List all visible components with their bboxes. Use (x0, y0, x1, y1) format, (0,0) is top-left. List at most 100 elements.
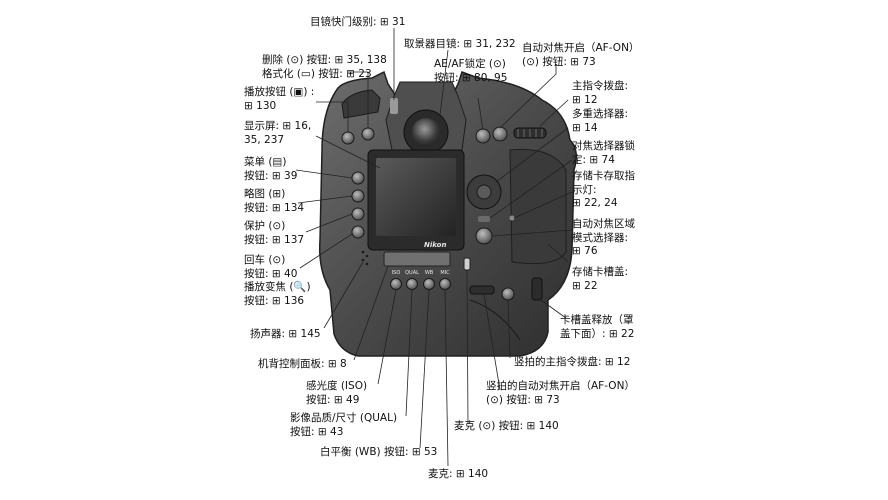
label-monitor: 显示屏: ⊞ 16,35, 237 (244, 120, 311, 147)
label-af-on-button: 自动对焦开启（AF-ON）(⊙) 按钮: ⊞ 73 (522, 42, 639, 69)
wb-button-shape[interactable] (423, 278, 435, 290)
microphone-shape (463, 257, 471, 271)
af-area-selector-shape[interactable] (475, 227, 493, 245)
label-line: 模式选择器: (572, 231, 629, 244)
leader-lines (295, 28, 573, 467)
panel-label-iso: ISO (392, 270, 401, 276)
label-wb-button: 白平衡 (WB) 按钮: ⊞ 53 (320, 446, 437, 460)
label-line: 麦克 (⊙) 按钮: ⊞ 140 (454, 420, 559, 432)
label-line: (⊙) 按钮: ⊞ 73 (486, 393, 560, 406)
label-line: 按钮: ⊞ 137 (244, 233, 305, 246)
focus-lock-shape[interactable] (478, 216, 490, 222)
label-line: 扬声器: ⊞ 145 (250, 328, 321, 340)
protect-button-shape[interactable] (351, 207, 365, 221)
label-protect-button: 保护 (⊙)按钮: ⊞ 137 (244, 220, 304, 247)
label-line: 感光度 (ISO) (306, 380, 368, 392)
label-microphone-button: 麦克 (⊙) 按钮: ⊞ 140 (454, 420, 559, 434)
panel-label-qual: QUAL (405, 270, 419, 276)
label-line: 存储卡槽盖: (572, 266, 629, 278)
card-access-lamp-shape (509, 215, 515, 221)
label-line: 自动对焦开启（AF-ON） (522, 42, 640, 54)
enter-button-shape[interactable] (351, 225, 365, 239)
card-release-shape[interactable] (531, 277, 543, 301)
label-line: 主指令拨盘: (572, 80, 629, 92)
label-line: 按钮: ⊞ 136 (244, 294, 305, 307)
playback-button-shape[interactable] (341, 131, 355, 145)
label-line: ⊞ 130 (244, 99, 277, 112)
vertical-dial-shape[interactable] (469, 285, 495, 295)
thumbnail-button-shape[interactable] (351, 189, 365, 203)
label-line: 多重选择器: (572, 108, 629, 120)
label-line: 自动对焦区域 (572, 218, 635, 230)
label-line: 影像品质/尺寸 (QUAL) (290, 412, 398, 424)
label-line: 格式化 (▭) 按钮: ⊞ 23 (262, 67, 372, 80)
label-vertical-main-command-dial: 竖拍的主指令拨盘: ⊞ 12 (514, 356, 630, 370)
label-menu-button: 菜单 (▤)按钮: ⊞ 39 (244, 156, 297, 183)
label-line: 目镜快门级别: ⊞ 31 (310, 16, 406, 28)
label-line: 删除 (⊙) 按钮: ⊞ 35, 138 (262, 54, 387, 66)
label-viewfinder-eyepiece: 取景器目镜: ⊞ 31, 232 (404, 38, 516, 52)
label-line: ⊞ 14 (572, 121, 598, 134)
label-line: 机背控制面板: ⊞ 8 (258, 358, 347, 370)
label-line: 35, 237 (244, 133, 285, 146)
label-line: 对焦选择器锁 (572, 140, 635, 152)
af-on-shape[interactable] (492, 126, 508, 142)
panel-label-wb: WB (425, 270, 434, 276)
label-line: 播放变焦 (🔍) (244, 281, 311, 293)
label-line: ⊞ 22 (572, 279, 598, 292)
label-line: 存储卡存取指 (572, 170, 635, 182)
label-speaker: 扬声器: ⊞ 145 (250, 328, 321, 342)
ae-af-lock-shape[interactable] (475, 128, 491, 144)
label-af-area-mode-selector: 自动对焦区域模式选择器:⊞ 76 (572, 218, 635, 259)
label-line: 保护 (⊙) (244, 220, 286, 232)
panel-label-mic: MIC (440, 270, 450, 276)
mode-dial (341, 89, 381, 119)
label-line: 按钮: ⊞ 49 (306, 393, 360, 406)
label-ae-af-lock-button: AE/AF锁定 (⊙)按钮: ⊞ 80, 95 (434, 58, 507, 85)
label-line: 显示屏: ⊞ 16, (244, 120, 312, 132)
mic-button-shape[interactable] (439, 278, 451, 290)
iso-button-shape[interactable] (390, 278, 402, 290)
card-slot-cover-shape (509, 148, 567, 265)
label-main-command-dial: 主指令拨盘:⊞ 12 (572, 80, 628, 107)
label-line: 竖拍的自动对焦开启（AF-ON） (486, 380, 635, 392)
brand-logo: Nikon (424, 241, 446, 249)
label-line: 麦克: ⊞ 140 (428, 468, 489, 480)
label-line: 取景器目镜: ⊞ 31, 232 (404, 38, 516, 50)
label-line: 按钮: ⊞ 43 (290, 425, 344, 438)
menu-button-shape[interactable] (351, 171, 365, 185)
label-line: ⊞ 22, 24 (572, 197, 618, 209)
label-line: (⊙) 按钮: ⊞ 73 (522, 55, 596, 68)
label-focus-selector-lock: 对焦选择器锁定: ⊞ 74 (572, 140, 635, 167)
label-viewfinder-eyepiece-shutter: 目镜快门级别: ⊞ 31 (310, 16, 405, 30)
label-line: 按钮: ⊞ 39 (244, 169, 298, 182)
rear-control-panel-shape (383, 251, 451, 267)
panel-button-row: ISO QUAL WB MIC (390, 270, 451, 290)
label-iso-button: 感光度 (ISO)按钮: ⊞ 49 (306, 380, 367, 407)
label-card-slot-cover-release: 卡槽盖释放（罩盖下面）: ⊞ 22 (560, 314, 634, 341)
label-playback-button: 播放按钮 (▣) :⊞ 130 (244, 86, 314, 113)
label-line: ⊞ 12 (572, 93, 598, 106)
speaker-grille (361, 250, 369, 266)
label-line: AE/AF锁定 (⊙) (434, 58, 506, 70)
label-line: 竖拍的主指令拨盘: ⊞ 12 (514, 356, 631, 368)
label-line: 盖下面）: ⊞ 22 (560, 327, 635, 340)
qual-button-shape[interactable] (406, 278, 418, 290)
label-line: 回车 (⊙) (244, 254, 286, 266)
label-line: 示灯: (572, 183, 597, 196)
left-button-column (341, 127, 375, 266)
label-qual-button: 影像品质/尺寸 (QUAL)按钮: ⊞ 43 (290, 412, 397, 439)
label-line: 卡槽盖释放（罩 (560, 314, 634, 326)
label-thumbnail-button: 略图 (⊞)按钮: ⊞ 134 (244, 188, 304, 215)
label-line: 按钮: ⊞ 134 (244, 201, 305, 214)
delete-button-shape[interactable] (361, 127, 375, 141)
label-card-slot-cover: 存储卡槽盖:⊞ 22 (572, 266, 628, 293)
vertical-af-on-shape[interactable] (501, 287, 515, 301)
label-multi-selector: 多重选择器:⊞ 14 (572, 108, 628, 135)
label-line: ⊞ 76 (572, 245, 598, 257)
label-line: 播放按钮 (▣) : (244, 86, 315, 98)
label-rear-control-panel: 机背控制面板: ⊞ 8 (258, 358, 347, 372)
